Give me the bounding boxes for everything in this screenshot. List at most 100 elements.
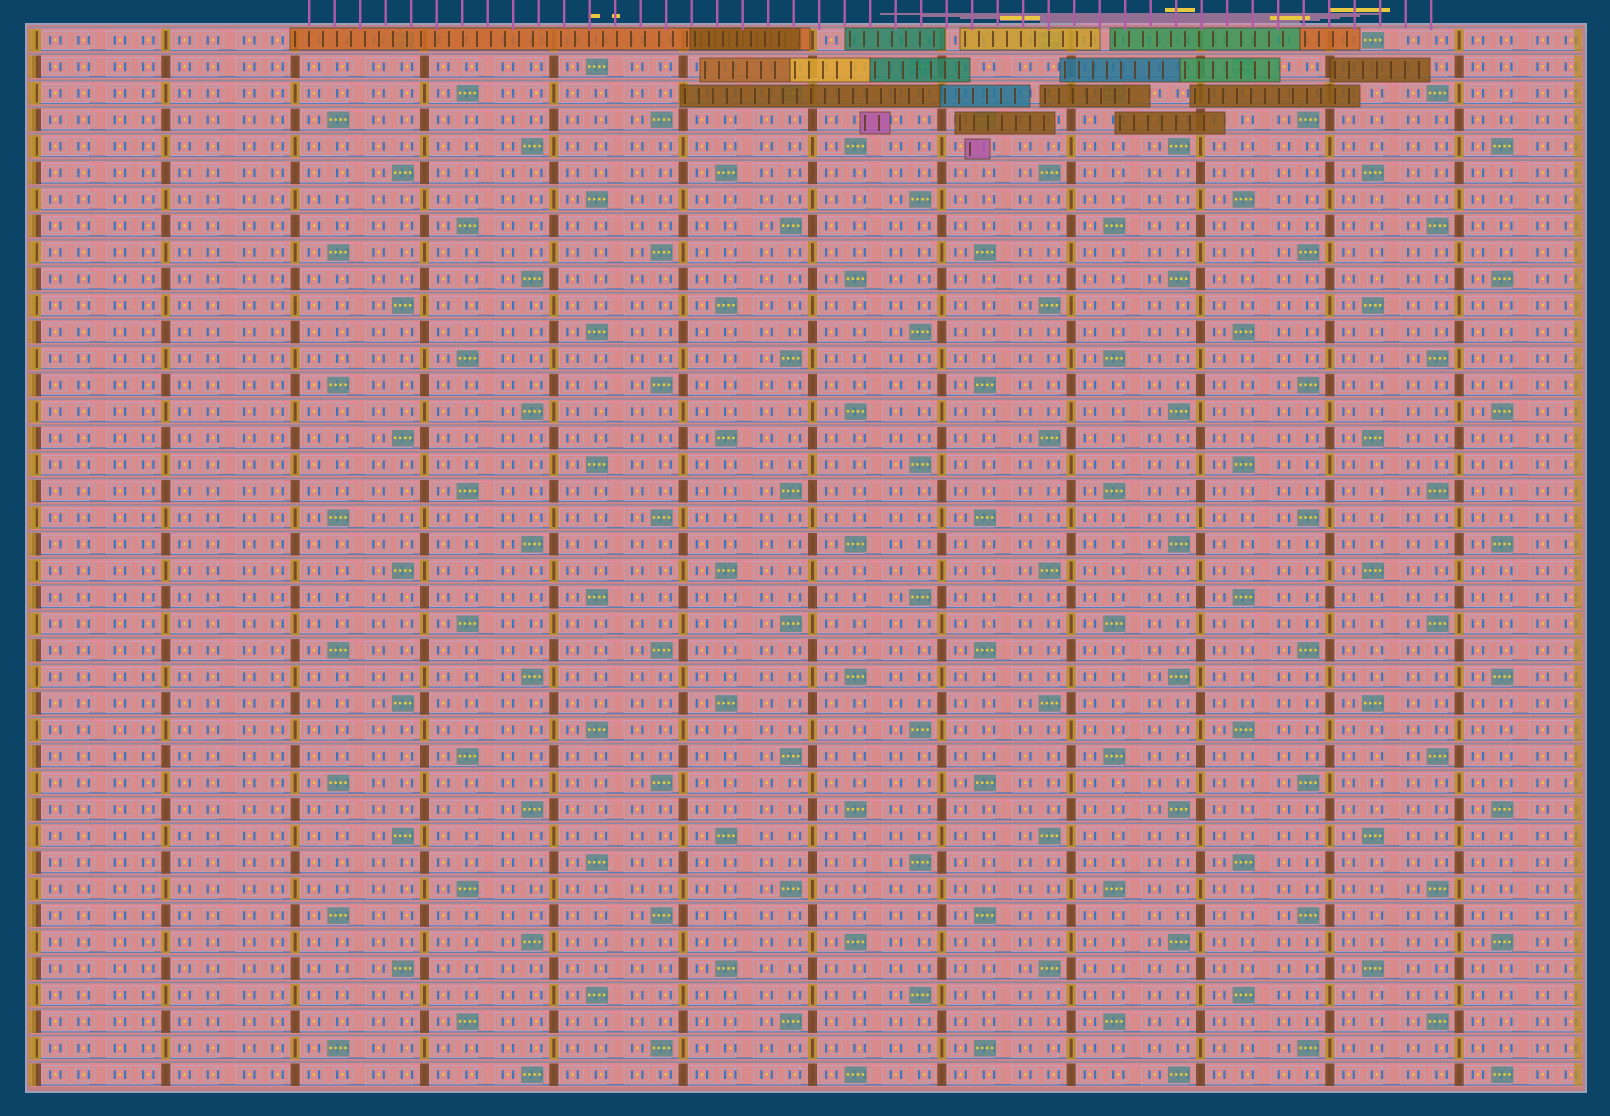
via — [1440, 197, 1443, 201]
contact — [1029, 248, 1032, 257]
contact — [1029, 195, 1032, 204]
contact — [1057, 380, 1060, 390]
contact — [1223, 380, 1226, 390]
sub-cell — [627, 60, 649, 74]
std-cell — [1196, 161, 1259, 185]
via — [1181, 357, 1185, 360]
via — [276, 410, 279, 413]
contact — [1029, 168, 1032, 178]
via — [1024, 65, 1027, 68]
contact — [631, 89, 634, 98]
via — [1438, 91, 1442, 95]
via — [652, 250, 656, 254]
via — [1369, 304, 1372, 307]
via — [894, 304, 898, 307]
contact — [243, 195, 246, 204]
contact — [336, 274, 339, 284]
power-rail — [30, 159, 1582, 162]
via — [147, 357, 150, 360]
via — [1412, 304, 1415, 307]
contact — [1370, 142, 1373, 151]
via — [470, 118, 473, 121]
contact — [243, 248, 246, 257]
endcap-right — [1574, 241, 1582, 264]
contact — [411, 274, 414, 284]
contact — [152, 327, 155, 337]
via — [442, 330, 445, 334]
contact — [1500, 380, 1503, 390]
via — [894, 197, 898, 201]
contact — [336, 62, 339, 72]
via — [636, 383, 639, 387]
via — [571, 118, 574, 121]
tap-contact — [293, 57, 297, 77]
sub-cell — [1108, 139, 1130, 153]
via — [248, 330, 251, 334]
contact — [1083, 142, 1086, 151]
contact — [659, 195, 662, 204]
endcap-left — [28, 29, 36, 52]
contact — [188, 354, 191, 363]
contact — [243, 407, 246, 416]
contact — [1445, 380, 1448, 390]
via — [183, 250, 186, 254]
contact — [1417, 195, 1420, 204]
contact — [307, 221, 310, 231]
via — [377, 250, 380, 254]
contact — [1187, 221, 1190, 231]
via — [312, 224, 316, 227]
sub-cell — [433, 60, 455, 74]
via — [667, 383, 671, 387]
contact — [475, 115, 478, 125]
std-cell — [364, 136, 419, 157]
contact — [1251, 115, 1254, 125]
contact — [1019, 380, 1022, 390]
via — [986, 250, 989, 254]
contact — [206, 62, 209, 72]
contact — [1148, 380, 1151, 390]
contact — [576, 221, 579, 231]
via — [664, 224, 667, 227]
contact — [889, 407, 892, 416]
via — [923, 357, 926, 360]
sub-cell — [268, 33, 289, 47]
via — [894, 171, 898, 174]
contact — [788, 407, 791, 416]
contact — [566, 195, 569, 204]
contact — [475, 142, 478, 151]
contact — [1288, 195, 1291, 204]
contact — [465, 168, 468, 178]
contact — [382, 195, 385, 204]
endcap-left — [28, 214, 36, 238]
contact — [1546, 221, 1549, 231]
tap-contact — [1069, 216, 1073, 236]
contact — [1083, 274, 1086, 284]
cell-row — [28, 212, 1583, 239]
via — [535, 357, 538, 360]
contact — [475, 274, 478, 284]
contact — [281, 407, 284, 416]
via — [1476, 91, 1480, 95]
tap-contact — [423, 57, 426, 77]
contact — [382, 62, 385, 72]
tap-contact — [293, 296, 297, 315]
std-cell — [1325, 108, 1389, 132]
contact — [788, 142, 791, 151]
contact — [928, 115, 931, 125]
contact — [695, 248, 698, 257]
sub-cell — [627, 86, 649, 100]
via — [959, 410, 962, 413]
sub-cell — [821, 33, 843, 47]
via — [700, 118, 704, 121]
contact — [188, 301, 191, 310]
std-cell — [1454, 55, 1518, 79]
via — [1375, 118, 1379, 121]
contact — [87, 407, 90, 416]
contact — [318, 168, 321, 178]
contact — [1546, 115, 1549, 125]
sub-cell — [332, 166, 354, 180]
contact — [1047, 195, 1050, 204]
std-cell — [549, 135, 613, 158]
via — [1569, 330, 1573, 334]
via — [1282, 304, 1286, 307]
